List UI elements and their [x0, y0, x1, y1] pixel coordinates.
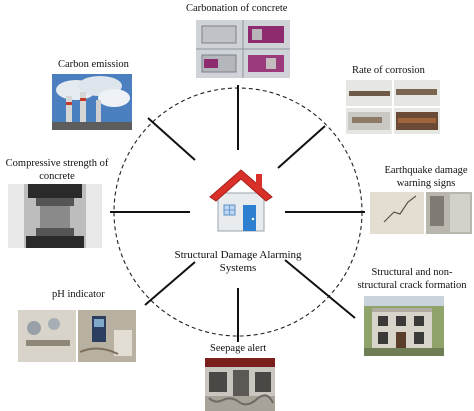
connector-ph: [144, 261, 196, 306]
compression-test-photo: [8, 184, 102, 248]
node-label-compressive: Compressive strength of concrete: [5, 158, 109, 182]
cracked-wall-photo: [370, 192, 472, 234]
concrete-samples-photo: [196, 20, 290, 78]
connector-corrosion: [277, 125, 326, 169]
corroded-rebar-photo: [346, 80, 440, 134]
node-label-earthquake: Earthquake damage warning signs: [384, 165, 468, 189]
building-crack-photo: [364, 296, 444, 356]
node-label-carbonation: Carbonation of concrete: [186, 3, 288, 14]
ph-test-photo: [18, 310, 136, 362]
smokestack-photo: [52, 74, 132, 130]
node-label-seepage: Seepage alert: [210, 343, 267, 354]
seepage-building-photo: [205, 358, 275, 411]
node-label-crack: Structural and non-structural crack form…: [357, 267, 467, 291]
node-label-emission: Carbon emission: [58, 59, 129, 70]
node-label-ph: pH indicator: [52, 289, 105, 300]
connector-emission: [147, 117, 196, 161]
connector-crack: [284, 259, 356, 319]
house-icon: [209, 169, 273, 232]
node-label-corrosion: Rate of corrosion: [352, 65, 425, 76]
center-label: Structural Damage Alarming Systems: [174, 249, 302, 274]
